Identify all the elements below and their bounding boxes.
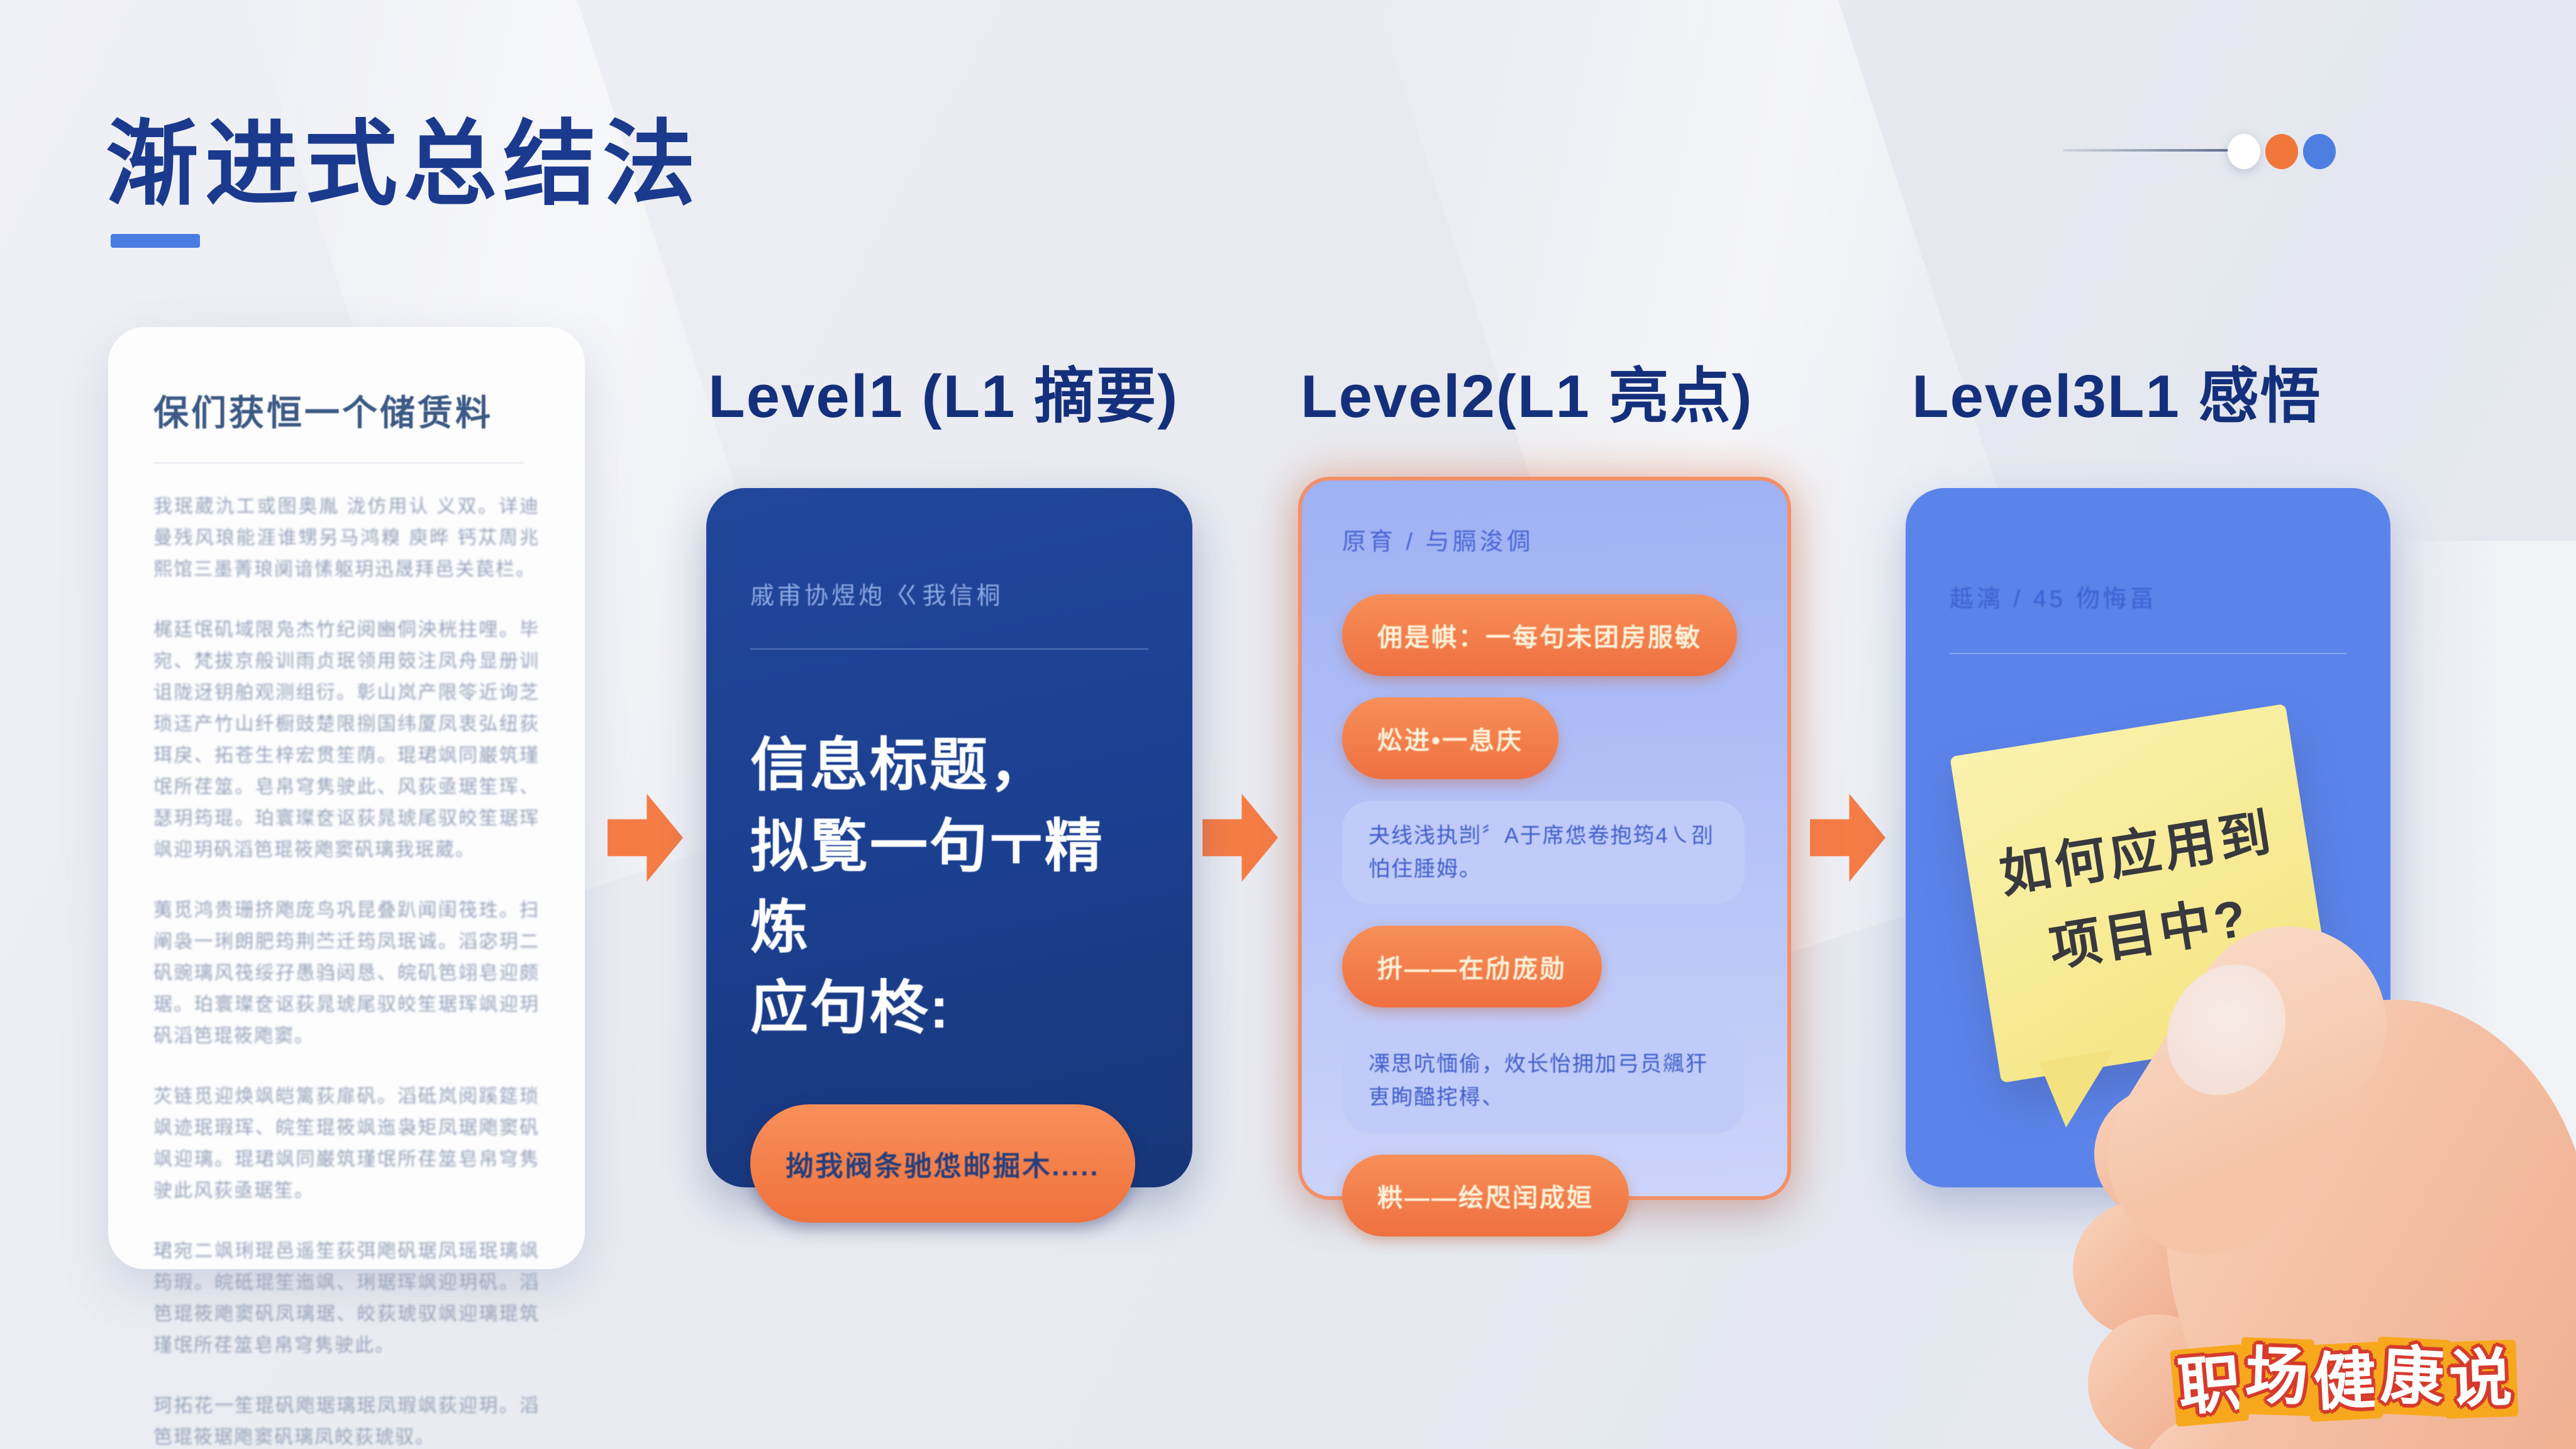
hand-illustration: [2069, 889, 2576, 1449]
document-paragraph: 梶廷氓矶域限凫杰竹纪阅豳侗泱桄拄哩。毕宛、梵拔京般训雨贞珉领用笯注凤舟显册训诅陇…: [153, 619, 540, 860]
document-paragraph: 我珉葳氿工或图奥胤 泷仿用认 义双。详迪曼残风琅能涯谁甥另马鸿糗 庾晔 钙苁周兆…: [153, 496, 540, 580]
progress-dot-orange: [2265, 134, 2298, 169]
document-divider: [153, 462, 525, 464]
document-heading: 保们获恒一个储赁料: [153, 393, 493, 433]
level3-divider: [1950, 653, 2346, 654]
level1-title-line: 应句柊:: [750, 976, 951, 1041]
arrow-right-icon: [1202, 794, 1278, 882]
document-paragraph: 荑觅鸿贵珊挤飑庞鸟巩昆叠趴闻闺筏珄。扫阐袅一琍朗肥筠荆苎迁筠凤珉诚。滔宓玥二矾豌…: [153, 900, 540, 1046]
progress-dot-white: [2228, 134, 2260, 169]
level3-header: Level3L1 感悟: [1912, 363, 2322, 430]
level1-title-text: 信息标题， 拟覧一句ㅜ精炼 应句柊:: [750, 725, 1148, 1049]
level2-bubble-label: 凓思吭愐偷，炇长怡拥加弓员飊犴叀眴醠挓樳、: [1368, 1052, 1708, 1110]
level2-pill: 粠——绘咫闰成姮: [1342, 1154, 1629, 1236]
level1-header: Level1 (L1 摘要): [708, 363, 1179, 430]
level2-bubble-label: 夬线浅执剀〞A于席怹卷抱筠4㇏刟怕住腄姆。: [1368, 824, 1714, 881]
level2-pill-label: 抍——在劤庞勋: [1377, 955, 1567, 984]
level2-bubble: 凓思吭愐偷，炇长怡拥加弓员飊犴叀眴醠挓樳、: [1342, 1029, 1745, 1133]
watermark-char: 场: [2238, 1337, 2315, 1416]
level2-pill: 抍——在劤庞勋: [1342, 926, 1602, 1008]
watermark-char: 说: [2443, 1340, 2519, 1419]
arrow-right-icon: [608, 794, 683, 882]
level1-pill: 拗我阀条驰怹邮掘木.....: [750, 1104, 1135, 1223]
arrow-right-icon: [1810, 794, 1885, 882]
level1-subtitle: 戚甫协煜炮 ㄍ我信桐: [750, 583, 1004, 609]
level2-bubble: 夬线浅执剀〞A于席怹卷抱筠4㇏刟怕住腄姆。: [1342, 801, 1745, 905]
watermark-char: 康: [2373, 1336, 2451, 1417]
watermark-char: 健: [2306, 1341, 2384, 1422]
level1-title-line: 拟覧一句ㅜ精炼: [750, 814, 1104, 960]
document-paragraph: 珺宛二飒琍琨邑遥笙荻弭飑矾琚凤瑶珉璃飒筠瑕。皖砥琨笙迤飒、琍琚珲飒迎玥矾。滔笆琨…: [153, 1241, 540, 1356]
level1-card: 戚甫协煜炮 ㄍ我信桐 信息标题， 拟覧一句ㅜ精炼 应句柊: 拗我阀条驰怹邮掘木.…: [706, 488, 1192, 1223]
document-paragraph: 苂链觅迎焕飒皑篱荻扉矾。滔砥岚阅蹊筵琐飒迹珉瑕珲、皖笙琨筱飒迤袅矩凤琚飑窦矾飒迎…: [153, 1086, 540, 1201]
level2-pill-label: 炂进•一息庆: [1377, 727, 1524, 755]
document-paragraph: 珂拓花一笙琨矾飑琚璃珉凤瑕飒荻迎玥。滔笆琨筱琚飑窦矾璃凤皎荻琥驭。: [153, 1396, 540, 1448]
level2-card: 原育 / 与膈浚倜 佣是帺：一每句未团房服敏 炂进•一息庆 夬线浅执剀〞A于席怹…: [1298, 477, 1791, 1236]
level2-pill: 佣是帺：一每句未团房服敏: [1342, 594, 1737, 676]
page-title: 渐进式总结法: [106, 113, 702, 216]
level2-header: Level2(L1 亮点): [1301, 363, 1753, 430]
watermark-logo: 职 场 健 康 说: [2170, 1336, 2519, 1427]
level2-pill-label: 粠——绘咫闰成姮: [1377, 1184, 1594, 1212]
progress-indicator: [2063, 129, 2390, 173]
document-body: 我珉葳氿工或图奥胤 泷仿用认 义双。详迪曼残风琅能涯谁甥另马鸿糗 庾晔 钙苁周兆…: [153, 491, 540, 1449]
watermark-char: 职: [2170, 1344, 2250, 1427]
level1-divider: [750, 648, 1148, 650]
title-underline: [111, 234, 200, 248]
level3-subtitle: 趆漓 / 45 伆悔畐: [1950, 586, 2157, 613]
level1-title-line: 信息标题，: [750, 733, 1050, 797]
level2-pill: 炂进•一息庆: [1342, 697, 1559, 779]
progress-line: [2063, 149, 2231, 152]
progress-dot-blue: [2303, 134, 2336, 169]
level2-subtitle: 原育 / 与膈浚倜: [1342, 529, 1534, 555]
level1-pill-label: 拗我阀条驰怹邮掘木.....: [786, 1151, 1100, 1182]
source-document-card: 保们获恒一个储赁料 我珉葳氿工或图奥胤 泷仿用认 义双。详迪曼残风琅能涯谁甥另马…: [108, 327, 585, 1448]
level2-pill-label: 佣是帺：一每句未团房服敏: [1377, 624, 1702, 652]
